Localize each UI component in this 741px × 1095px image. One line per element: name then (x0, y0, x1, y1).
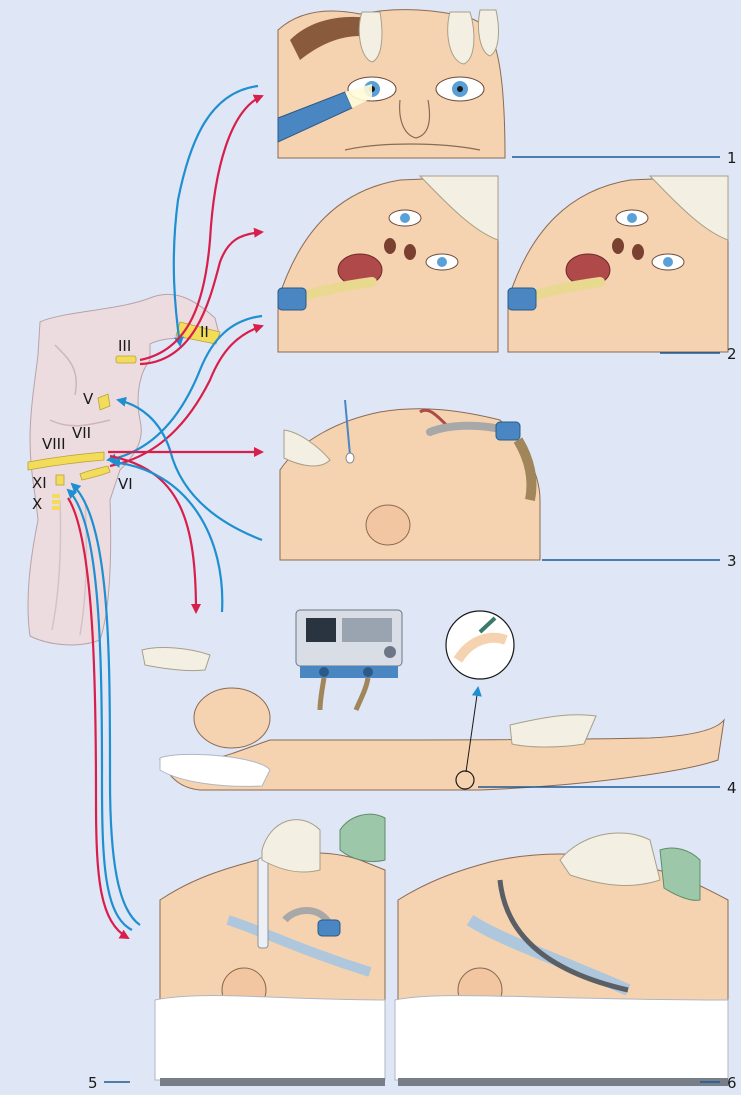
panel-2-right (508, 176, 728, 352)
label-nerve-II: II (200, 323, 209, 341)
label-nerve-V: V (83, 390, 94, 408)
ventilator-icon (296, 610, 402, 710)
panel-3-corneal-test (280, 400, 540, 560)
gloved-hand (262, 820, 320, 872)
nerve-root-XI (56, 475, 64, 485)
nerve-root-III (116, 356, 136, 363)
nerve-root-X (52, 494, 60, 510)
pillow (395, 996, 728, 1080)
patient-head (194, 688, 270, 748)
ventilator-tube-connector (278, 288, 306, 310)
label-nerve-VI: VI (118, 475, 133, 493)
pillow (155, 996, 385, 1080)
gloved-hand (142, 648, 210, 671)
panel-6-cough-test (395, 833, 728, 1086)
laryngoscope-icon (258, 858, 268, 948)
test-number-6: 6 (727, 1074, 737, 1091)
test-number-3: 3 (727, 552, 737, 570)
test-number-4: 4 (727, 779, 737, 797)
panel-2-left (278, 176, 498, 352)
test-number-1: 1 (727, 149, 737, 167)
label-nerve-X: X (32, 495, 42, 513)
test-number-2: 2 (727, 345, 737, 363)
label-nerve-VIII: VIII (42, 435, 66, 453)
ear (366, 505, 410, 545)
panel-5-gag-test (155, 814, 385, 1086)
label-nerve-XI: XI (32, 474, 47, 492)
brainstem: II III V VII VIII VI XI X (28, 294, 220, 645)
panel-4-apnea-test (142, 610, 724, 790)
test-number-5: 5 (88, 1074, 98, 1091)
panel-1-pupil-test (278, 10, 505, 158)
label-nerve-VII: VII (72, 424, 91, 442)
zoom-inset (446, 611, 514, 679)
label-nerve-III: III (118, 337, 131, 355)
gloved-hand-right (510, 715, 596, 747)
sleeve (340, 814, 385, 861)
